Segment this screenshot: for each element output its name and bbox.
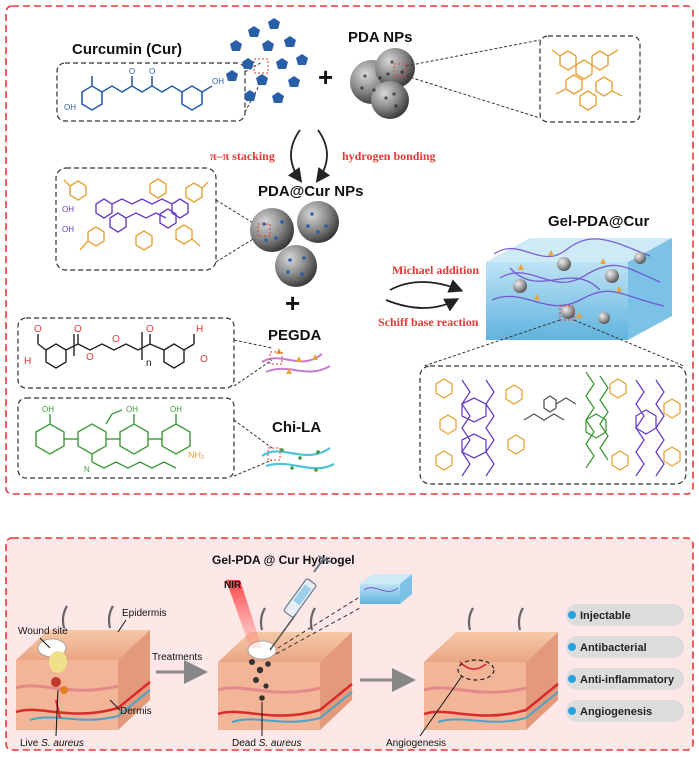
curcumin-oh-right: OH <box>212 77 224 86</box>
chila-structure-box <box>17 397 235 479</box>
arrow-down-left <box>287 129 303 183</box>
curcumin-highlight-box <box>253 58 269 74</box>
chila-strands <box>261 447 335 472</box>
epidermis-label: Epidermis <box>122 608 166 619</box>
chila-highlight-box <box>267 447 281 461</box>
nir-label: NIR <box>224 580 242 591</box>
dermis-label: Dermis <box>120 706 152 717</box>
wound-site-label: Wound site <box>18 626 68 637</box>
pda-highlight-box <box>393 63 407 77</box>
pdacur-molecule <box>63 178 209 251</box>
synthesis-panel <box>5 5 694 495</box>
gel-pdacur-label: Gel-PDA@Cur <box>548 213 649 230</box>
skin-block-wound <box>15 605 151 730</box>
schiff-base-label: Schiff base reaction <box>378 315 479 329</box>
plus-sign-2: + <box>285 288 300 318</box>
pdacur-oh-1: OH <box>62 205 74 214</box>
michael-addition-label: Michael addition <box>392 263 479 277</box>
pegda-o-left: O <box>34 324 42 335</box>
hydrogel-mini-icon <box>360 574 412 604</box>
gel-network-molecule <box>435 371 681 477</box>
treatments-label: Treatments <box>152 652 202 663</box>
curcumin-label: Curcumin (Cur) <box>72 41 182 58</box>
pegda-n-subscript: n <box>146 358 152 369</box>
gel-network-box <box>419 365 687 485</box>
pegda-highlight-box <box>269 351 283 365</box>
chila-nh2-label: NH₂ <box>188 450 205 460</box>
pegda-structure-box <box>17 317 235 389</box>
curcumin-particles <box>226 18 308 103</box>
pegda-o-5: O <box>146 324 154 335</box>
skin-block-healed <box>423 607 559 730</box>
property-label: Anti-inflammatory <box>580 674 675 686</box>
pdacur-label: PDA@Cur NPs <box>258 183 363 200</box>
pegda-h-right: H <box>196 324 203 335</box>
chila-molecule <box>35 409 191 469</box>
chila-label: Chi-LA <box>272 419 321 436</box>
pdacur-oh-2: OH <box>62 225 74 234</box>
live-saureus-label: Live S. aureus <box>20 738 84 749</box>
curcumin-o-1: O <box>129 67 135 76</box>
property-item-angiogenesis: Angiogenesis <box>566 700 684 722</box>
pegda-strands <box>261 348 331 374</box>
pi-stacking-label: π–π stacking <box>210 149 275 163</box>
arrow-michael <box>389 279 464 293</box>
hydrogen-bonding-label: hydrogen bonding <box>342 149 436 163</box>
property-label: Antibacterial <box>580 642 647 654</box>
pdacur-nanoparticles <box>250 201 339 287</box>
pegda-h-left: H <box>24 356 31 367</box>
plus-sign-1: + <box>318 62 333 92</box>
property-item-anti-inflammatory: Anti-inflammatory <box>566 668 684 690</box>
curcumin-molecule <box>81 76 213 111</box>
nir-beam <box>226 580 262 648</box>
gel-pdacur-block <box>486 238 672 340</box>
arrow-schiff <box>385 298 460 312</box>
pegda-o-2: O <box>74 324 82 335</box>
dead-saureus-label: Dead S. aureus <box>232 738 302 749</box>
pegda-o-4: O <box>112 334 120 345</box>
property-label: Angiogenesis <box>580 706 652 718</box>
property-item-injectable: Injectable <box>566 604 684 626</box>
angiogenesis-skin-label: Angiogenesis <box>386 738 446 749</box>
curcumin-link-line <box>244 61 263 73</box>
pegda-molecule <box>37 332 195 369</box>
pegda-o-right: O <box>200 354 208 365</box>
property-item-antibacterial: Antibacterial <box>566 636 684 658</box>
pda-molecule <box>551 49 623 111</box>
pegda-o-3: O <box>86 352 94 363</box>
curcumin-o-2: O <box>149 67 155 76</box>
property-list: Injectable Antibacterial Anti-inflammato… <box>566 604 684 722</box>
chila-oh-3: OH <box>170 405 182 414</box>
hydrogel-label: Gel-PDA @ Cur Hydrogel <box>212 553 355 567</box>
syringe-icon <box>269 555 331 651</box>
pda-structure-box <box>539 35 641 123</box>
pdacur-structure-box <box>55 167 217 271</box>
pda-nanoparticles <box>350 48 415 119</box>
curcumin-oh-left: OH <box>64 103 76 112</box>
property-label: Injectable <box>580 610 631 622</box>
curcumin-structure-box <box>56 62 246 122</box>
chila-n-label: N <box>84 465 90 474</box>
arrow-down-right <box>315 129 331 183</box>
pdacur-highlight-box <box>257 223 271 237</box>
pda-label: PDA NPs <box>348 29 412 46</box>
pegda-label: PEGDA <box>268 327 322 344</box>
chila-oh-1: OH <box>42 405 54 414</box>
chila-oh-2: OH <box>126 405 138 414</box>
